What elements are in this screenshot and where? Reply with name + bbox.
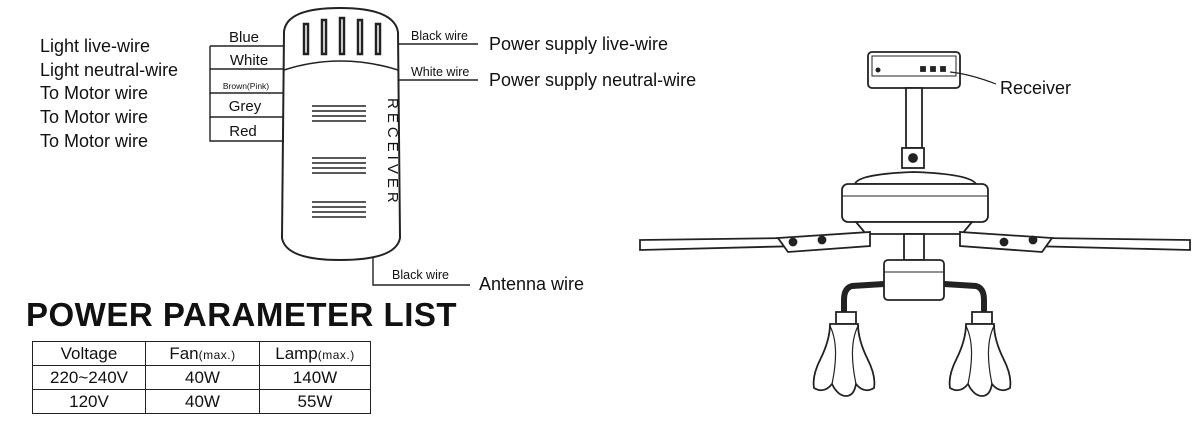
wire-color-black-live: Black wire (411, 29, 468, 43)
label-power-live-wire: Power supply live-wire (489, 34, 668, 54)
cell-voltage: 120V (32, 389, 146, 414)
wire-color-white-neutral: White wire (411, 65, 469, 79)
table-row: 220~240V 40W 140W (32, 365, 371, 390)
receiver-grille (312, 105, 366, 218)
wire-color-brown: Brown(Pink) (223, 81, 269, 91)
label-receiver: Receiver (1000, 78, 1071, 98)
power-parameter-table: Voltage Fan(max.) Lamp(max.) 220~240V 40… (32, 341, 371, 414)
receiver-module: RECEIVER (280, 6, 402, 262)
header-fan-unit: (max.) (198, 347, 236, 362)
cell-lamp-power: 140W (259, 365, 371, 390)
cell-lamp-power: 55W (259, 389, 371, 414)
receiver-vent-slots (302, 16, 382, 56)
header-fan: Fan(max.) (145, 341, 260, 366)
cell-fan-power: 40W (145, 389, 260, 414)
label-motor-wire-2: To Motor wire (40, 107, 148, 127)
header-lamp-unit: (max.) (317, 347, 355, 362)
antenna-wire-line (372, 258, 470, 286)
wire-color-black-antenna: Black wire (392, 268, 449, 282)
wire-color-grey: Grey (229, 98, 262, 115)
label-light-neutral-wire: Light neutral-wire (40, 60, 178, 80)
header-voltage: Voltage (32, 341, 146, 366)
left-wire-lines (209, 45, 284, 142)
wire-color-red: Red (229, 123, 257, 140)
receiver-vertical-text: RECEIVER (384, 98, 401, 207)
label-motor-wire-1: To Motor wire (40, 83, 148, 103)
cell-voltage: 220~240V (32, 365, 146, 390)
label-power-neutral-wire: Power supply neutral-wire (489, 70, 696, 90)
header-voltage-text: Voltage (60, 343, 118, 363)
power-parameter-title: POWER PARAMETER LIST (26, 296, 458, 333)
wire-color-blue: Blue (229, 29, 259, 46)
wire-color-white: White (230, 52, 268, 69)
table-header-row: Voltage Fan(max.) Lamp(max.) (32, 341, 371, 366)
table-row: 120V 40W 55W (32, 389, 371, 414)
cell-fan-power: 40W (145, 365, 260, 390)
label-light-live-wire: Light live-wire (40, 36, 150, 56)
header-lamp-text: Lamp (275, 343, 318, 363)
right-wire-lines (398, 43, 478, 81)
ceiling-fan-illustration (639, 51, 1191, 397)
label-motor-wire-3: To Motor wire (40, 131, 148, 151)
header-fan-text: Fan (169, 343, 199, 363)
header-lamp: Lamp(max.) (259, 341, 371, 366)
label-antenna-wire: Antenna wire (479, 274, 584, 294)
